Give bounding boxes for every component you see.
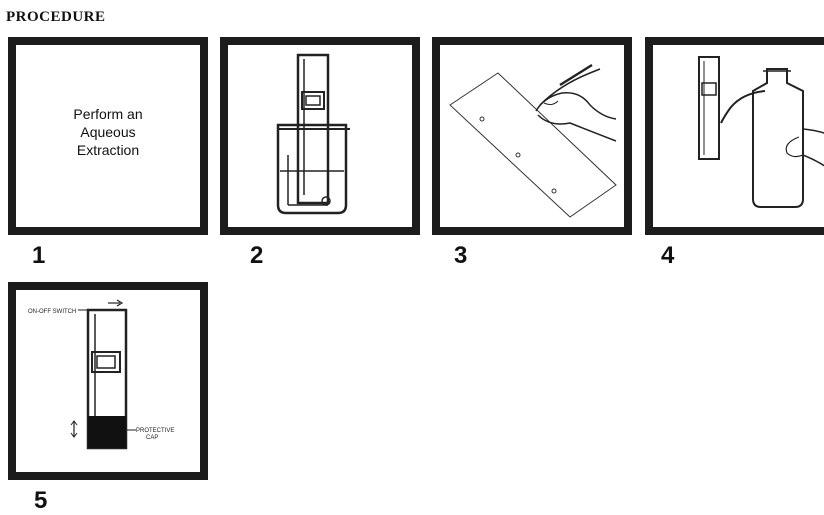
step-2-number: 2	[250, 242, 263, 270]
meter-in-beaker-illustration	[228, 45, 412, 227]
step-1-panel: Perform an Aqueous Extraction	[8, 37, 208, 235]
step-1-number: 1	[32, 242, 45, 270]
step-2-panel	[220, 37, 420, 235]
step-3-panel	[432, 37, 632, 235]
meter-switch-and-cap-illustration: ON-OFF SWITCH PROTECTIVE CAP	[16, 290, 200, 472]
page-title: PROCEDURE	[6, 9, 106, 26]
on-off-switch-label: ON-OFF SWITCH	[28, 309, 76, 315]
step-1-instruction: Perform an Aqueous Extraction	[16, 105, 200, 159]
step-5-panel: ON-OFF SWITCH PROTECTIVE CAP	[8, 282, 208, 480]
protective-cap-label: PROTECTIVE	[136, 428, 174, 434]
step-4-number: 4	[661, 242, 674, 270]
step-3-number: 3	[454, 242, 467, 270]
protective-cap-label-line2: CAP	[146, 435, 158, 441]
meter-and-wash-bottle-illustration	[653, 45, 824, 227]
hand-writing-illustration	[440, 45, 624, 227]
step-4-panel	[645, 37, 824, 235]
